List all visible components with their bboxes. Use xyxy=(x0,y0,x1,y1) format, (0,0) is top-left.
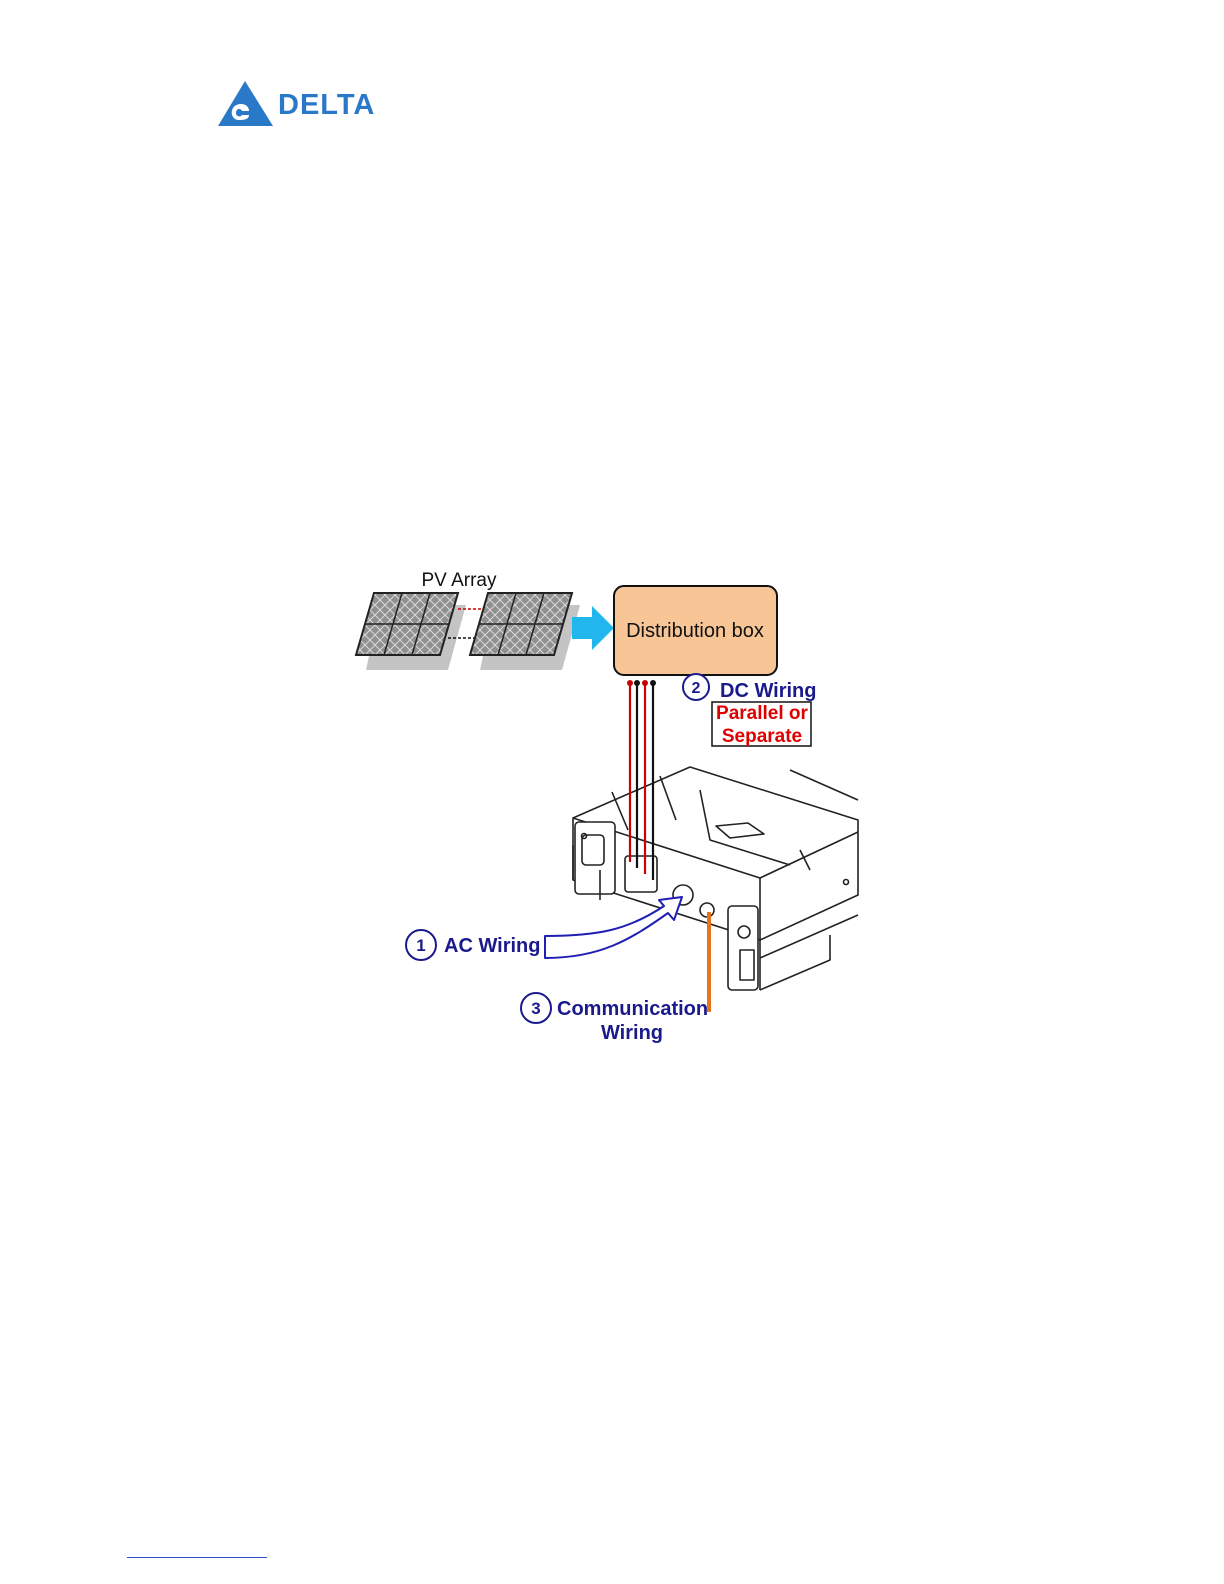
dc-wiring-note-line1: Parallel or xyxy=(716,703,808,724)
dc-flow-arrow xyxy=(572,606,614,650)
dc-wiring-label: DC Wiring xyxy=(720,680,816,702)
delta-triangle-icon xyxy=(218,80,278,128)
dc-wiring-note-line2: Separate xyxy=(722,726,802,747)
inverter-unit xyxy=(573,767,858,990)
dc-wiring-number: 2 xyxy=(692,680,701,697)
ac-wiring-number: 1 xyxy=(416,936,425,955)
pv-panel-right xyxy=(470,593,580,670)
communication-wiring-label-line2: Wiring xyxy=(601,1022,663,1044)
pv-panel-left xyxy=(356,593,466,670)
delta-logo: DELTA xyxy=(218,80,368,128)
wiring-diagram: PV Array Distribution box xyxy=(340,560,870,1050)
delta-wordmark: DELTA xyxy=(278,89,375,122)
pv-array-label: PV Array xyxy=(422,570,497,591)
footnote-separator xyxy=(127,1557,267,1558)
communication-wiring-label-line1: Communication xyxy=(557,998,708,1020)
ac-wiring-label: AC Wiring xyxy=(444,935,540,957)
distribution-box-label: Distribution box xyxy=(626,620,764,642)
communication-wiring-number: 3 xyxy=(531,999,540,1018)
